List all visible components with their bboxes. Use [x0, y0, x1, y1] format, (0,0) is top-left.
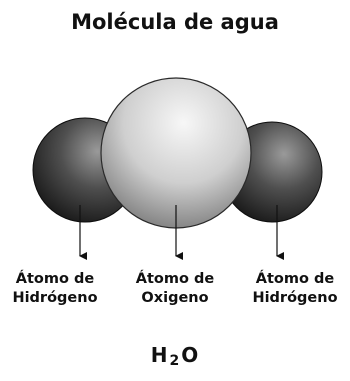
chemical-formula: H2O: [0, 343, 350, 369]
hydrogen-right-label-line2: Hidrógeno: [252, 290, 338, 306]
oxygen-label-line2: Oxigeno: [141, 290, 209, 306]
hydrogen-left-label-line2: Hidrógeno: [12, 290, 98, 306]
hydrogen-right-label: Átomo de Hidrógeno: [240, 270, 350, 308]
hydrogen-right-label-line1: Átomo de: [255, 271, 335, 287]
oxygen-label: Átomo de Oxigeno: [120, 270, 230, 308]
hydrogen-left-label-line1: Átomo de: [15, 271, 95, 287]
formula-element-oxygen: O: [181, 343, 200, 367]
figure-title: Molécula de agua: [71, 10, 279, 34]
formula-element-hydrogen: H: [150, 343, 169, 367]
hydrogen-left-label: Átomo de Hidrógeno: [0, 270, 110, 308]
oxygen-label-line1: Átomo de: [135, 271, 215, 287]
formula-subscript: 2: [169, 353, 181, 369]
